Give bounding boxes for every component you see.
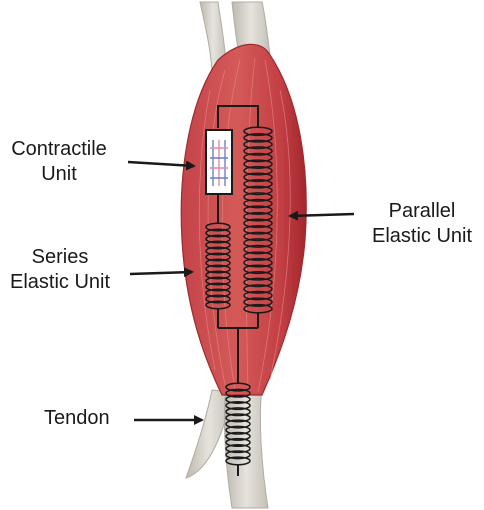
parallel-elastic-spring-coil bbox=[243, 179, 273, 189]
elastic-circuit bbox=[217, 105, 259, 476]
parallel-elastic-spring-coil bbox=[243, 218, 273, 229]
parallel-elastic-spring-coil bbox=[243, 159, 273, 169]
tendon-spring-coil bbox=[225, 437, 251, 448]
parallel-elastic-spring-coil bbox=[243, 211, 273, 222]
parallel-elastic-unit-label: Parallel Elastic Unit bbox=[362, 199, 482, 249]
parallel-label-line-2: Elastic Unit bbox=[371, 225, 473, 247]
series-elastic-spring-coil bbox=[205, 258, 231, 268]
tendon-spring-coil bbox=[225, 413, 251, 423]
series-elastic-spring-coil bbox=[205, 276, 231, 286]
tendon-spring-coil bbox=[225, 431, 251, 441]
tendon-spring-coil bbox=[225, 382, 251, 392]
parallel-elastic-spring-coil bbox=[243, 277, 273, 288]
springs bbox=[205, 126, 273, 466]
parallel-elastic-spring-coil bbox=[243, 264, 273, 275]
parallel-elastic-spring-coil bbox=[243, 185, 273, 196]
tendon-label: Tendon bbox=[44, 406, 110, 431]
series-label-line-2: Elastic Unit bbox=[9, 271, 111, 293]
series-elastic-spring-coil bbox=[205, 264, 231, 274]
series-elastic-spring-coil bbox=[205, 228, 231, 238]
series-elastic-spring-coil bbox=[205, 270, 231, 280]
series-elastic-unit-label: Series Elastic Unit bbox=[0, 245, 120, 295]
parallel-elastic-spring-coil bbox=[243, 238, 273, 248]
parallel-elastic-spring-coil bbox=[243, 244, 273, 255]
muscle-belly bbox=[180, 43, 307, 396]
tendon-spring-coil bbox=[225, 425, 251, 435]
parallel-elastic-spring-coil bbox=[243, 251, 273, 261]
parallel-elastic-spring-coil bbox=[243, 133, 273, 143]
parallel-elastic-spring-coil bbox=[243, 165, 273, 176]
parallel-elastic-spring-coil bbox=[243, 146, 273, 156]
series-label-line-1: Series bbox=[31, 246, 89, 268]
series-elastic-spring-coil bbox=[205, 288, 231, 298]
parallel-elastic-spring-coil bbox=[243, 271, 273, 281]
parallel-elastic-spring-coil bbox=[243, 297, 273, 307]
parallel-elastic-spring-coil bbox=[243, 172, 273, 183]
muscle-fibres bbox=[198, 57, 291, 393]
parallel-elastic-spring bbox=[243, 126, 273, 314]
series-elastic-spring-coil bbox=[205, 234, 231, 244]
parallel-elastic-spring-coil bbox=[243, 152, 273, 163]
contractile-label-line-2: Unit bbox=[41, 163, 77, 185]
tendon-spring-coil bbox=[225, 450, 251, 460]
parallel-elastic-spring-coil bbox=[243, 284, 273, 294]
series-elastic-spring-coil bbox=[205, 222, 231, 232]
series-elastic-spring-coil bbox=[205, 294, 231, 304]
parallel-elastic-spring-coil bbox=[243, 231, 273, 242]
parallel-elastic-spring-coil bbox=[243, 303, 273, 314]
contractile-arrow bbox=[127, 160, 196, 171]
tendon-spring-coil bbox=[225, 444, 251, 454]
sarcomere-filaments bbox=[210, 140, 228, 186]
parallel-elastic-spring-coil bbox=[243, 126, 273, 137]
tendon-spring-coil bbox=[225, 407, 251, 417]
series-elastic-spring-coil bbox=[205, 300, 231, 310]
tendon-spring-coil bbox=[225, 419, 251, 429]
parallel-elastic-spring-coil bbox=[243, 198, 273, 209]
parallel-arrow bbox=[288, 210, 355, 221]
contractile-label-line-1: Contractile bbox=[11, 138, 107, 160]
series-elastic-spring-coil bbox=[205, 282, 231, 292]
parallel-elastic-spring-coil bbox=[243, 139, 273, 150]
contractile-unit-label: Contractile Unit bbox=[0, 137, 118, 187]
series-elastic-spring-coil bbox=[205, 240, 231, 250]
parallel-elastic-spring-coil bbox=[243, 290, 273, 301]
parallel-elastic-spring-coil bbox=[243, 257, 273, 268]
series-elastic-spring-coil bbox=[205, 252, 231, 262]
tendon-spring-coil bbox=[225, 388, 251, 398]
tendon-spring-coil bbox=[225, 394, 251, 404]
parallel-label-line-1: Parallel bbox=[388, 200, 456, 222]
tendon-spring bbox=[225, 382, 251, 466]
parallel-elastic-spring-coil bbox=[243, 225, 273, 235]
series-arrow bbox=[129, 267, 194, 278]
parallel-elastic-spring-coil bbox=[243, 205, 273, 215]
tendon-spring-coil bbox=[225, 456, 251, 466]
series-elastic-spring bbox=[205, 222, 231, 310]
series-elastic-spring-coil bbox=[205, 246, 231, 256]
lower-tendon-right bbox=[223, 387, 269, 509]
tendon-label-line-1: Tendon bbox=[44, 407, 110, 429]
tendon-spring-coil bbox=[225, 400, 251, 411]
parallel-elastic-spring-coil bbox=[243, 192, 273, 202]
